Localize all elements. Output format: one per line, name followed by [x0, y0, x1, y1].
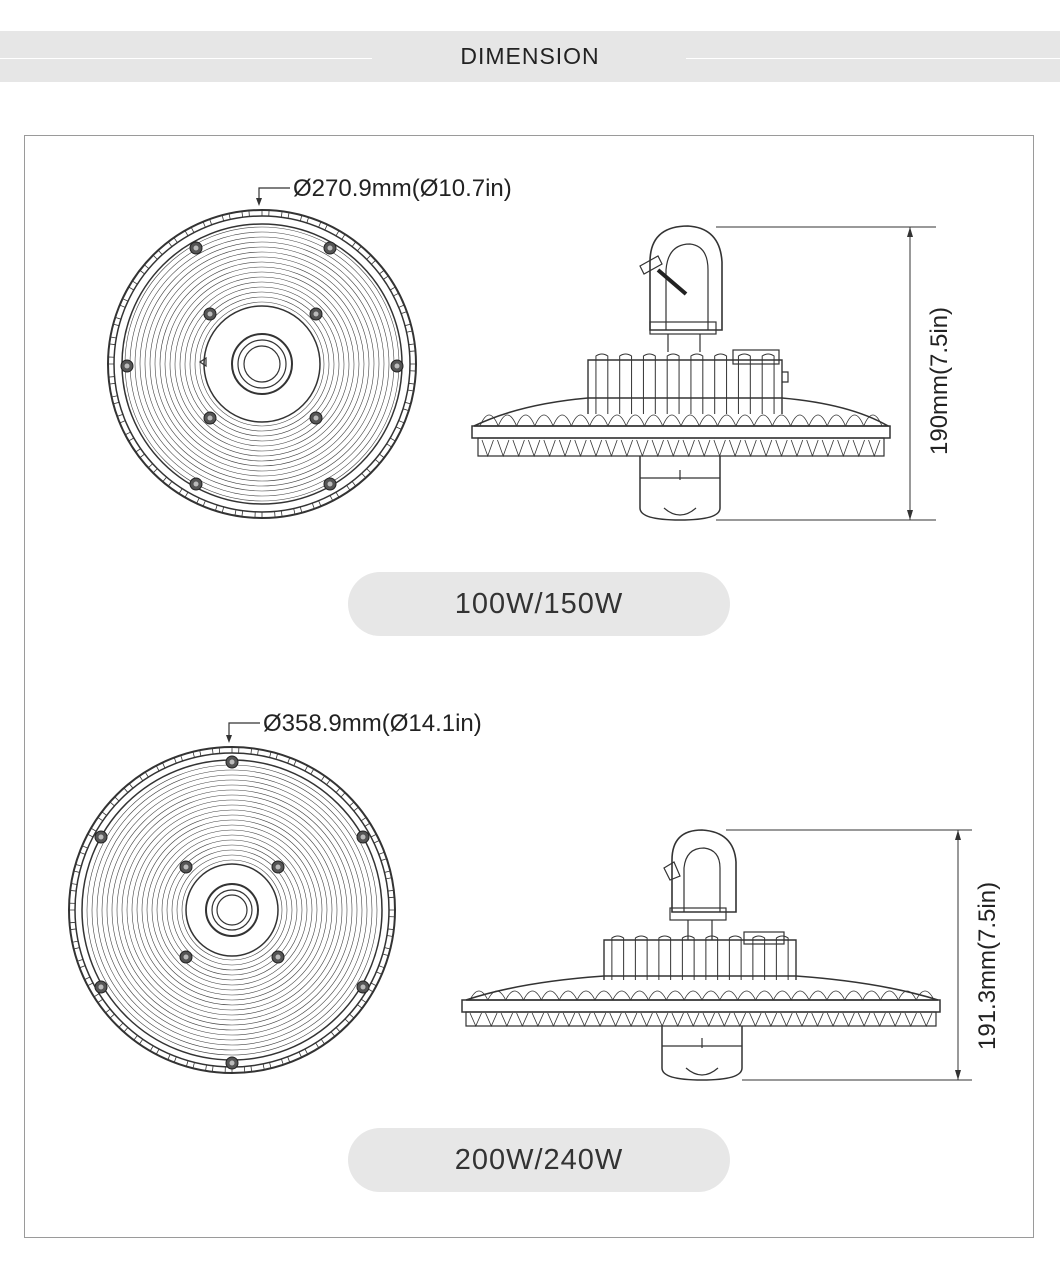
wattage-pill-2: 200W/240W — [348, 1128, 730, 1192]
header-banner: DIMENSION — [0, 31, 1060, 82]
height-dimension-1 — [716, 226, 936, 521]
height-dimension-2 — [726, 829, 972, 1081]
page-title: DIMENSION — [460, 43, 600, 69]
diameter-label-2: Ø358.9mm(Ø14.1in) — [263, 710, 482, 737]
diameter-label-1: Ø270.9mm(Ø10.7in) — [293, 175, 512, 202]
wattage-pill-1: 100W/150W — [348, 572, 730, 636]
banner-rule-left — [0, 58, 372, 59]
top-view-model-1 — [107, 209, 417, 519]
side-view-model-2 — [461, 829, 941, 1081]
height-label-2: 191.3mm(7.5in) — [974, 882, 1001, 1050]
diameter-leader-1 — [258, 187, 290, 203]
height-label-1: 190mm(7.5in) — [926, 307, 953, 455]
top-view-model-2 — [68, 746, 396, 1074]
side-view-model-1 — [471, 225, 891, 521]
diagram-frame — [24, 135, 1034, 1238]
diameter-leader-2 — [228, 722, 260, 740]
banner-rule-right — [686, 58, 1060, 59]
